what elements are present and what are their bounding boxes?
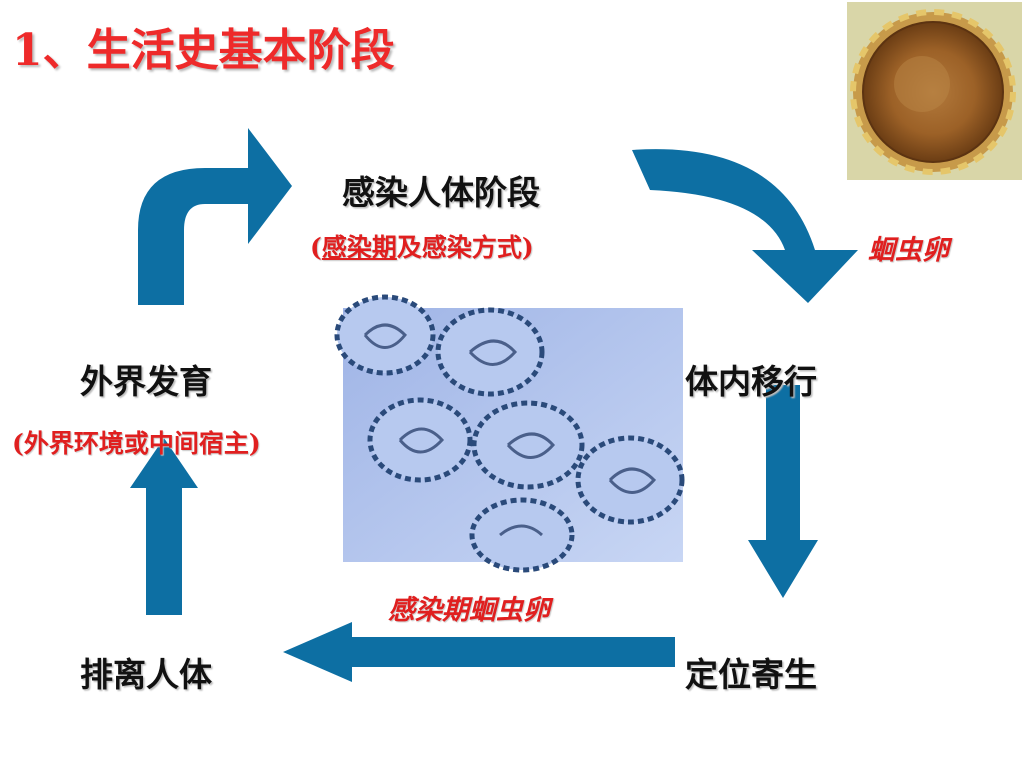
stage-develop-label: 外界发育 — [80, 362, 212, 401]
slide-title: 1、生活史基本阶段 — [12, 25, 395, 76]
arrow-parasitize-to-excrete — [283, 622, 675, 682]
arrow-develop-to-infect — [138, 128, 292, 305]
arrow-infect-to-migrate — [632, 149, 858, 303]
arrow-migrate-to-parasitize — [748, 385, 818, 598]
stage-develop-detail: (外界环境或中间宿主) — [12, 429, 261, 458]
stage-infect-detail-close: ) — [521, 233, 534, 262]
stage-infect-detail-rest: 及感染方式 — [396, 233, 522, 262]
stage-infect-detail-key: 感染期 — [321, 233, 397, 262]
roundworm-egg-photo — [847, 2, 1022, 180]
stage-infect-detail-open: ( — [310, 233, 322, 262]
arrow-excrete-to-develop — [130, 438, 198, 615]
note-egg: 蛔虫卵 — [868, 235, 949, 266]
stage-migrate-label: 体内移行 — [685, 362, 817, 401]
stage-parasitize-label: 定位寄生 — [685, 655, 817, 694]
stage-excrete-label: 排离人体 — [80, 655, 212, 694]
stage-infect-detail: (感染期及感染方式) — [310, 228, 534, 264]
note-infective-egg: 感染期蛔虫卵 — [388, 595, 550, 626]
infective-egg-micrograph — [334, 294, 685, 573]
stage-infect-label: 感染人体阶段 — [342, 173, 540, 212]
